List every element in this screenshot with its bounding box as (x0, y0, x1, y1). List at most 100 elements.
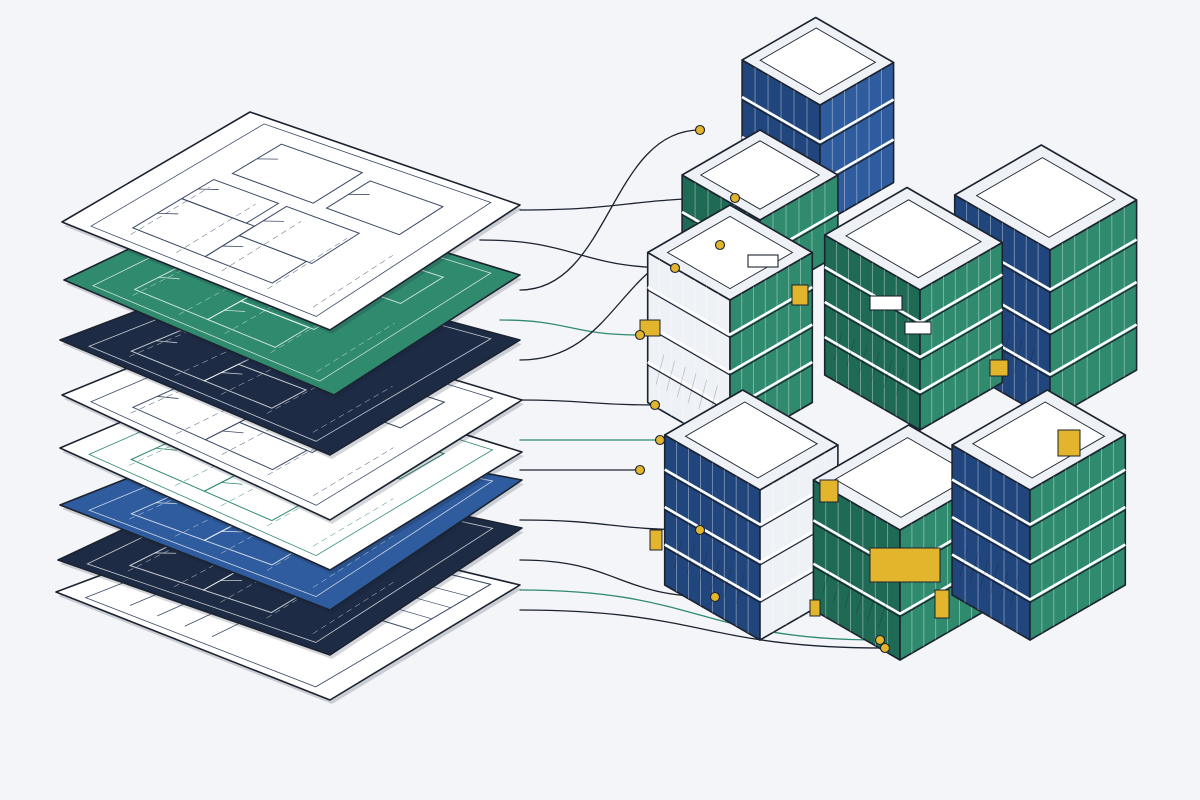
rooftop-unit (904, 321, 932, 335)
hatch (677, 367, 686, 398)
accent-panel (869, 547, 941, 583)
floor-band (664, 546, 839, 604)
hatch (969, 552, 979, 583)
hatch (735, 573, 745, 604)
connector-line (519, 129, 701, 291)
plan-gridline (176, 203, 256, 253)
plan-gridline (313, 447, 394, 497)
plan-door (222, 430, 244, 434)
plan-gridline (312, 386, 393, 433)
roof-parapet (834, 437, 975, 518)
floor-band (824, 304, 1003, 361)
hatch (866, 595, 876, 622)
hatch (821, 569, 831, 596)
connector-node-icon (729, 192, 741, 204)
hatch (959, 546, 969, 578)
plan-room (180, 178, 280, 224)
plan-gridline (267, 429, 348, 476)
hatch (878, 601, 887, 629)
floor-band (951, 546, 1126, 604)
sheet-face (61, 111, 521, 331)
floor-slab (664, 543, 839, 601)
floor-band (647, 289, 813, 339)
floor-band (824, 339, 1003, 396)
plan-gridline (266, 522, 348, 571)
floor-slab (647, 323, 813, 374)
hatch (686, 545, 695, 576)
plan-room (203, 363, 308, 409)
connector-line (519, 589, 881, 641)
blueprint-stack-icon (55, 111, 524, 704)
building-cluster-icon (639, 16, 1138, 661)
plan-door (197, 188, 219, 190)
roof-parapet (699, 140, 821, 210)
connector-node-icon (879, 642, 891, 654)
sheet-1 (61, 111, 522, 334)
plan-gridline (312, 535, 394, 588)
hatch (1010, 576, 1019, 607)
hatch (855, 588, 865, 616)
rooftop-unit (869, 295, 903, 311)
hatch (883, 360, 893, 389)
hatch (844, 582, 853, 609)
connector-node-icon (694, 124, 706, 136)
plan-door (221, 482, 243, 485)
block-front-right (951, 389, 1127, 641)
hatch (687, 373, 697, 404)
hatch (698, 552, 708, 583)
plan-door (157, 212, 179, 215)
plan-door (221, 530, 243, 533)
hatch (723, 566, 733, 597)
plan-door (222, 245, 244, 248)
hatch (655, 354, 665, 385)
connector-node-icon (669, 262, 681, 274)
floor-slab (951, 543, 1126, 601)
plan-door (224, 309, 246, 312)
plan-gridline (266, 569, 348, 619)
plan-gridline (130, 186, 210, 235)
rooftop-unit (747, 254, 779, 268)
floor-band (664, 471, 839, 529)
floor-band (951, 471, 1126, 529)
floor-slab (824, 335, 1003, 394)
sheet-border (90, 123, 492, 317)
floor-slab (951, 505, 1126, 564)
accent-panel (791, 284, 809, 306)
plan-door (155, 447, 177, 451)
connector-line (519, 609, 886, 649)
connector-node-icon (714, 239, 726, 251)
connector-nodes (634, 124, 891, 654)
accent-panel (989, 359, 1009, 377)
connector-node-icon (654, 434, 666, 446)
floor-band (741, 99, 894, 146)
floor-band (951, 509, 1126, 566)
accent-panel (639, 319, 661, 337)
roof-parapet (684, 401, 819, 479)
roof-parapet (975, 157, 1116, 238)
hatch (1000, 570, 1009, 601)
hatch (858, 345, 868, 374)
hatch (979, 558, 989, 589)
plan-gridline (267, 238, 348, 290)
plan-door (156, 340, 178, 344)
tower-center (823, 186, 1004, 431)
connector-node-icon (694, 524, 706, 536)
plan-door (157, 395, 179, 399)
plan-door (156, 502, 178, 505)
hatch (1025, 346, 1035, 381)
hatch (673, 537, 683, 569)
accent-panel (1057, 429, 1081, 457)
connector-line (479, 239, 676, 269)
connector-line (499, 319, 641, 336)
floor-band (647, 326, 813, 376)
hatch (846, 338, 855, 367)
hatch (698, 379, 708, 410)
plan-door (158, 276, 180, 280)
plan-room (231, 143, 364, 204)
hatch (711, 559, 720, 590)
hatch (989, 564, 999, 595)
hatch (832, 575, 842, 603)
hatch (871, 352, 880, 382)
